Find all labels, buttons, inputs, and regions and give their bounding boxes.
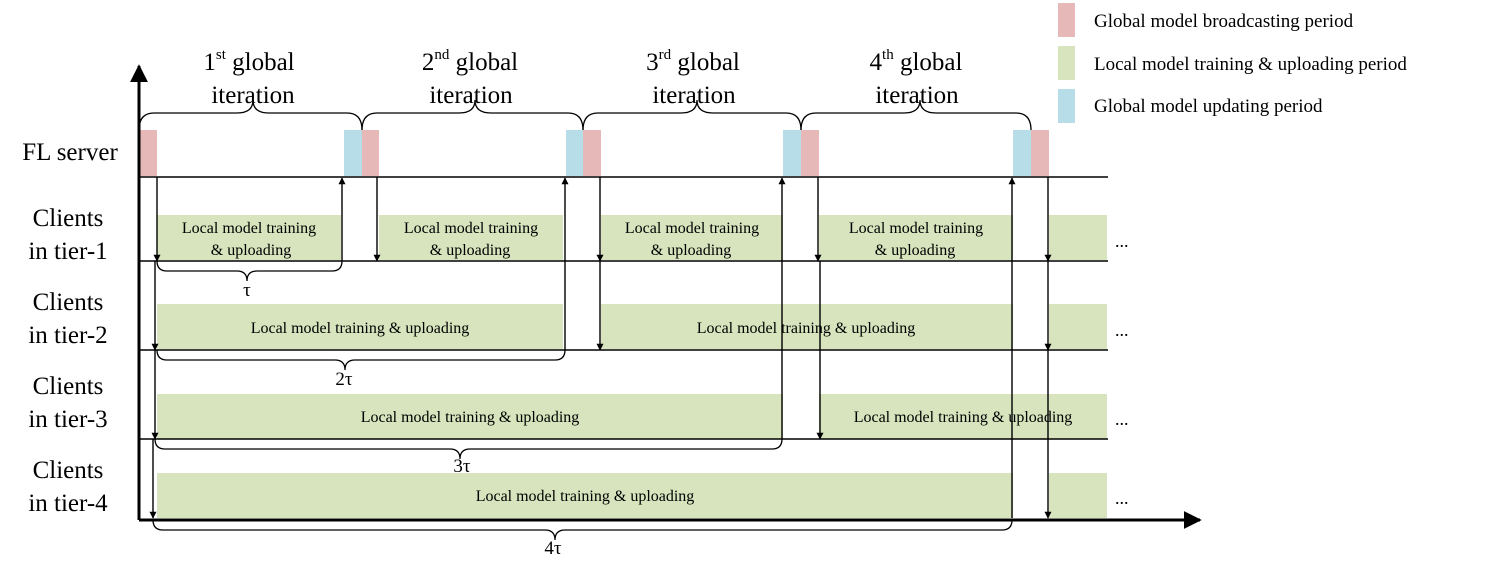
tier2-bar-3 (1049, 304, 1107, 349)
tier2-bar-1-label: Local model training & uploading (251, 320, 470, 337)
tier1-bar-4-label-line1: Local model training (849, 220, 983, 237)
period-brace-3tau (154, 438, 783, 460)
tier3-bar-1 (157, 394, 783, 439)
legend-label-updating: Global model updating period (1094, 96, 1323, 117)
period-label-4tau: 4τ (544, 538, 562, 559)
tier1-bar-3-label-line1: Local model training (625, 220, 759, 237)
period-label-3tau: 3τ (453, 456, 471, 477)
period-label-2tau: 2τ (335, 369, 353, 390)
tier3-ellipsis: ... (1115, 409, 1129, 429)
tier2-bar-2-label: Local model training & uploading (697, 320, 916, 337)
legend: Global model broadcasting period Local m… (1058, 3, 1407, 123)
update-block-2 (566, 130, 583, 176)
iteration-1-brace (138, 99, 363, 131)
iteration-2-title: 2nd global (422, 47, 518, 76)
update-block-3 (783, 130, 801, 176)
broadcast-arrows (149, 177, 1052, 519)
period-labels: τ 2τ 3τ 4τ (243, 280, 562, 559)
tier1-bar-1-label-line1: Local model training (182, 220, 316, 237)
legend-label-training: Local model training & uploading period (1094, 54, 1407, 75)
iteration-3-subtitle: iteration (652, 82, 736, 109)
tier4-bar-1-label: Local model training & uploading (476, 488, 695, 505)
update-block-4 (1013, 130, 1031, 176)
tier4-bar-2 (1049, 473, 1107, 518)
row-baselines (139, 176, 1108, 440)
broadcast-block-5 (1031, 130, 1049, 176)
legend-swatch-updating (1058, 89, 1075, 123)
broadcast-block-2 (362, 130, 379, 176)
legend-swatch-training (1058, 46, 1075, 80)
tier3-bar-1-label: Local model training & uploading (361, 409, 580, 426)
row-label-tier3-line1: Clients (33, 373, 104, 400)
iteration-2-subtitle: iteration (429, 82, 513, 109)
iteration-3-brace (582, 99, 802, 131)
tier1-bar-5 (1049, 215, 1107, 260)
period-label-tau: τ (243, 280, 251, 301)
iteration-braces (138, 99, 1032, 131)
iteration-4-title: 4th global (870, 47, 963, 76)
iteration-3-title: 3rd global (646, 47, 740, 76)
tier2-bar-1 (157, 304, 563, 349)
tier1-bar-3-label-line2: & uploading (651, 242, 731, 259)
row-label-tier4-line1: Clients (33, 457, 104, 484)
tier1-ellipsis: ... (1115, 231, 1129, 251)
axes (130, 64, 1202, 529)
period-brace-tau (156, 260, 343, 282)
tier3-bar-2 (819, 394, 1107, 439)
row-label-server: FL server (22, 139, 118, 166)
iteration-headers: 1st global iteration 2nd global iteratio… (203, 47, 962, 109)
iteration-1-title: 1st global (203, 47, 294, 76)
row-label-tier1-line2: in tier-1 (28, 238, 107, 265)
iteration-4-brace (800, 99, 1032, 131)
tier3-bar-2-label: Local model training & uploading (854, 409, 1073, 426)
broadcast-block-1 (139, 130, 157, 176)
tier1-bar-4 (819, 215, 1013, 260)
tier1-bar-2-label-line1: Local model training (404, 220, 538, 237)
continuation-marks: ... ... ... ... (1115, 231, 1129, 508)
iteration-4-subtitle: iteration (875, 82, 959, 109)
server-blocks (139, 130, 1049, 176)
tier1-bar-4-label-line2: & uploading (875, 242, 955, 259)
tier4-bar-1 (157, 473, 1013, 518)
update-block-1 (344, 130, 362, 176)
tier2-bar-2 (601, 304, 1013, 349)
tier1-bar-2-label-line2: & uploading (430, 242, 510, 259)
tier4-ellipsis: ... (1115, 488, 1129, 508)
row-labels: FL server Clients in tier-1 Clients in t… (22, 139, 118, 517)
period-braces (152, 260, 1013, 541)
period-brace-4tau (152, 519, 1013, 541)
row-label-tier3-line2: in tier-3 (28, 406, 107, 433)
period-brace-2tau (156, 349, 566, 371)
tier1-bar-3 (601, 215, 783, 260)
broadcast-block-3 (583, 130, 601, 176)
row-label-tier4-line2: in tier-4 (28, 490, 108, 517)
row-label-tier2-line2: in tier-2 (28, 322, 107, 349)
tier2-ellipsis: ... (1115, 320, 1129, 340)
legend-label-broadcast: Global model broadcasting period (1094, 11, 1354, 32)
tier1-bar-2 (379, 215, 563, 260)
row-label-tier1-line1: Clients (33, 205, 104, 232)
upload-arrows (338, 177, 1016, 518)
bar-labels: Local model training & uploading Local m… (182, 220, 1072, 505)
training-bars (157, 215, 1107, 518)
legend-swatch-broadcast (1058, 3, 1075, 37)
broadcast-block-4 (801, 130, 819, 176)
iteration-2-brace (361, 99, 584, 131)
tier1-bar-1 (157, 215, 341, 260)
row-label-tier2-line1: Clients (33, 289, 104, 316)
tier1-bar-1-label-line2: & uploading (211, 242, 291, 259)
